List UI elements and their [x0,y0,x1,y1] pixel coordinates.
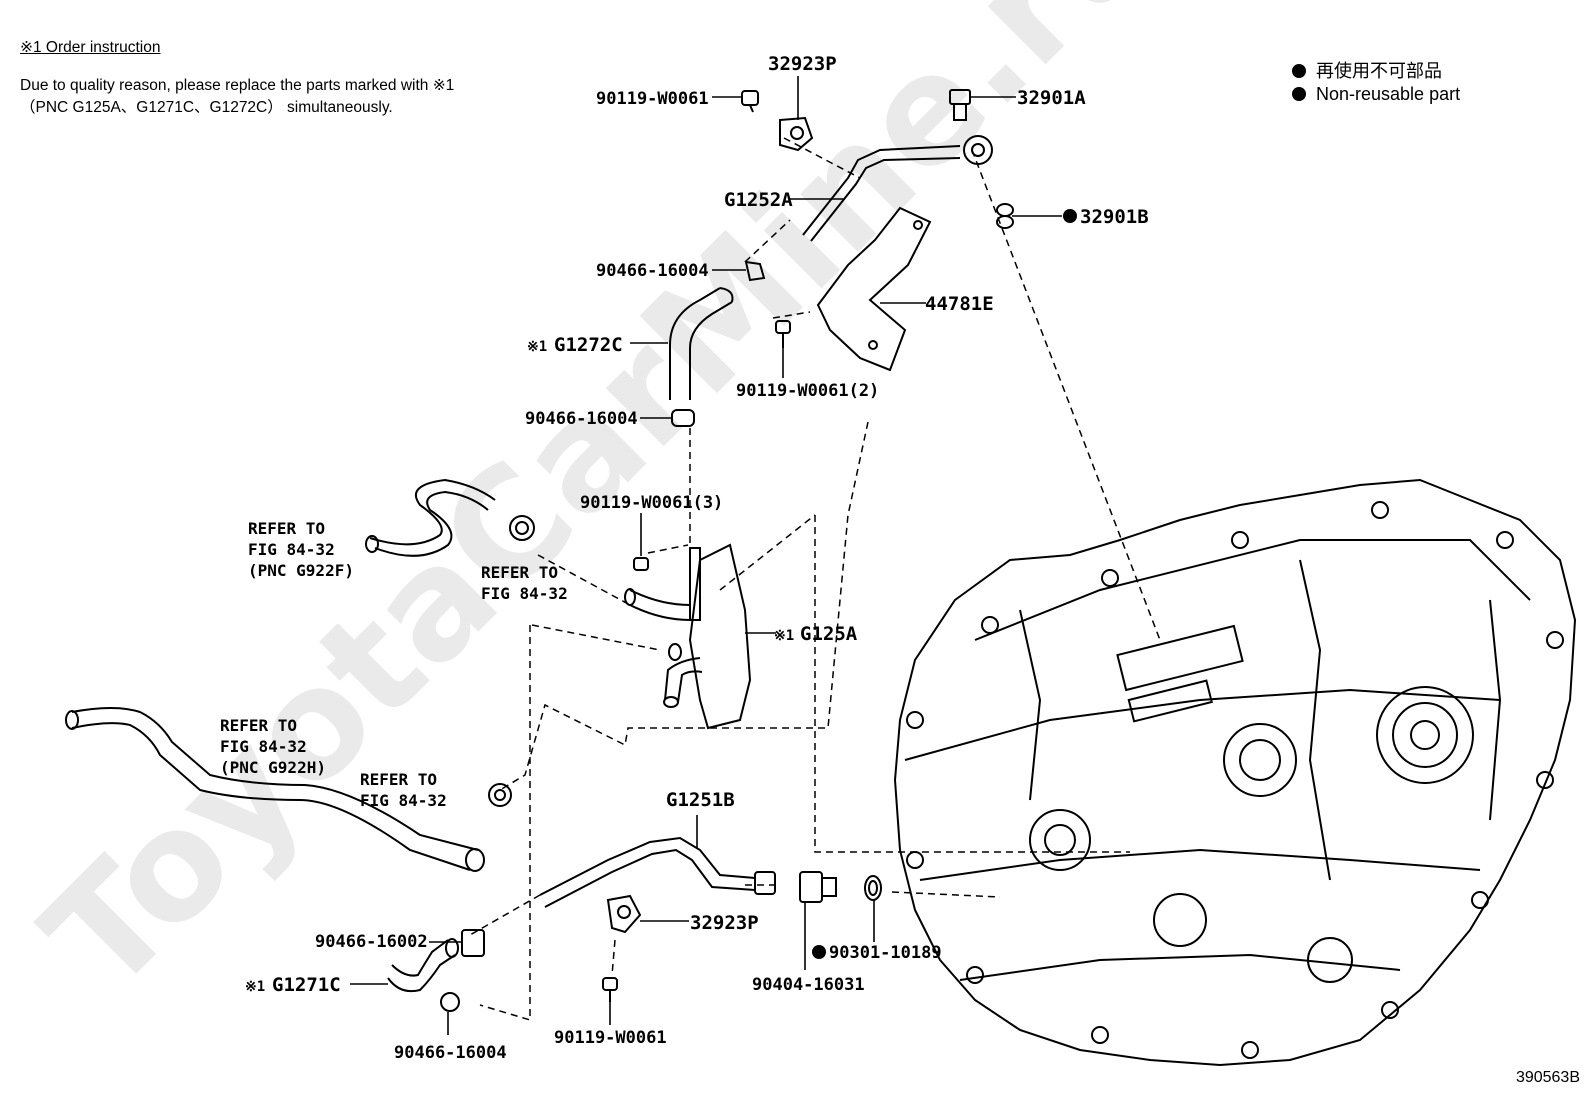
hose-G922H-icon [65,707,485,872]
gasket-90301-10189-icon [864,875,882,901]
label-90119-3: 90119-W0061(3) [580,493,723,513]
clip-90466-16004-c-icon [440,992,460,1012]
clamp-32923P-bottom-icon [606,894,642,934]
bracket-44781E-icon [816,206,932,372]
label-90466-16002: 90466-16002 [315,932,428,952]
label-90119-2: 90119-W0061(2) [736,381,879,401]
oil-cooler-G125A-icon [624,543,752,730]
ref2-line2: FIG 84-32 [481,584,568,603]
legend-en-text: Non-reusable part [1316,84,1461,104]
legend-dot-icon [1292,64,1306,78]
ref3-line2: FIG 84-32 [220,737,307,756]
non-reusable-dot-32901B [1063,209,1077,223]
clamp-refer-84-32-bottom-icon [488,783,512,807]
ref4-line2: FIG 84-32 [360,791,447,810]
gasket-32901B-icon [996,203,1014,229]
solid-leaders [350,76,1062,1035]
ref4-line1: REFER TO [360,770,437,789]
label-90466-16004-b: 90466-16004 [525,409,638,429]
hose-G922F-icon [365,478,496,557]
bolt-90119-bottom-icon [602,977,618,1002]
clamp-32923P-top-icon [779,116,814,152]
label-32901A: 32901A [1017,87,1086,109]
order-instruction-line1: Due to quality reason, please replace th… [20,77,455,94]
label-G1272C: G1272C [554,334,623,356]
ref1-line1: REFER TO [248,519,325,538]
transaxle-assembly [893,478,1577,1067]
hose-G1271C-icon [387,938,459,993]
union-90404-16031-icon [799,871,837,903]
label-90404-16031: 90404-16031 [752,975,865,995]
part-labels: 32923P 90119-W0061 32901A 32901B G1252A … [245,53,1149,1063]
bolt-90119-2-icon [775,320,791,348]
label-32923P-top: 32923P [768,53,837,75]
order-instruction-line2: （PNC G125A、G1271C、G1272C） simultaneously… [20,99,393,116]
label-90301-10189: 90301-10189 [829,943,942,963]
ref1-line3: (PNC G922F) [248,561,354,580]
mark-G125A: ※1 [774,628,794,644]
label-90119-top: 90119-W0061 [596,89,709,109]
clamp-refer-84-32-top-icon [509,515,535,541]
bolt-90119-3-icon [633,557,649,571]
label-90119-bottom: 90119-W0061 [554,1028,667,1048]
ref2-line1: REFER TO [481,563,558,582]
clip-90466-16002-icon [461,929,485,957]
mark-G1271C: ※1 [245,979,265,995]
label-44781E: 44781E [925,293,994,315]
order-instruction-title: ※1 Order instruction [20,39,161,56]
label-90466-16004-a: 90466-16004 [596,261,709,281]
figure-id: 390563B [1515,1069,1580,1086]
label-32923P-bottom: 32923P [690,912,759,934]
legend-dot-icon [1292,87,1306,101]
legend-jp-text: 再使用不可部品 [1316,61,1442,81]
refer-labels: REFER TO FIG 84-32 (PNC G922F) REFER TO … [220,519,568,810]
label-G1251B: G1251B [666,789,735,811]
label-90466-16004-c: 90466-16004 [394,1043,507,1063]
ref3-line3: (PNC G922H) [220,758,326,777]
ref1-line2: FIG 84-32 [248,540,335,559]
hose-G1272C-icon [669,287,734,400]
label-32901B: 32901B [1080,206,1149,228]
label-G1271C: G1271C [272,974,341,996]
legend-jp: 再使用不可部品 [1292,57,1442,83]
clip-90466-16004-a-icon [744,260,766,282]
label-G1252A: G1252A [724,189,793,211]
ref3-line1: REFER TO [220,716,297,735]
pipe-G1251B-icon [539,836,776,908]
label-G125A: G125A [800,623,858,645]
legend-en: Non-reusable part [1292,84,1460,105]
dashed-leaders [469,137,1161,1022]
bolt-90119-top-icon [741,90,759,113]
mark-G1272C: ※1 [527,339,547,355]
pipe-G1252A-icon [802,135,993,242]
non-reusable-dot-90301 [812,945,826,959]
